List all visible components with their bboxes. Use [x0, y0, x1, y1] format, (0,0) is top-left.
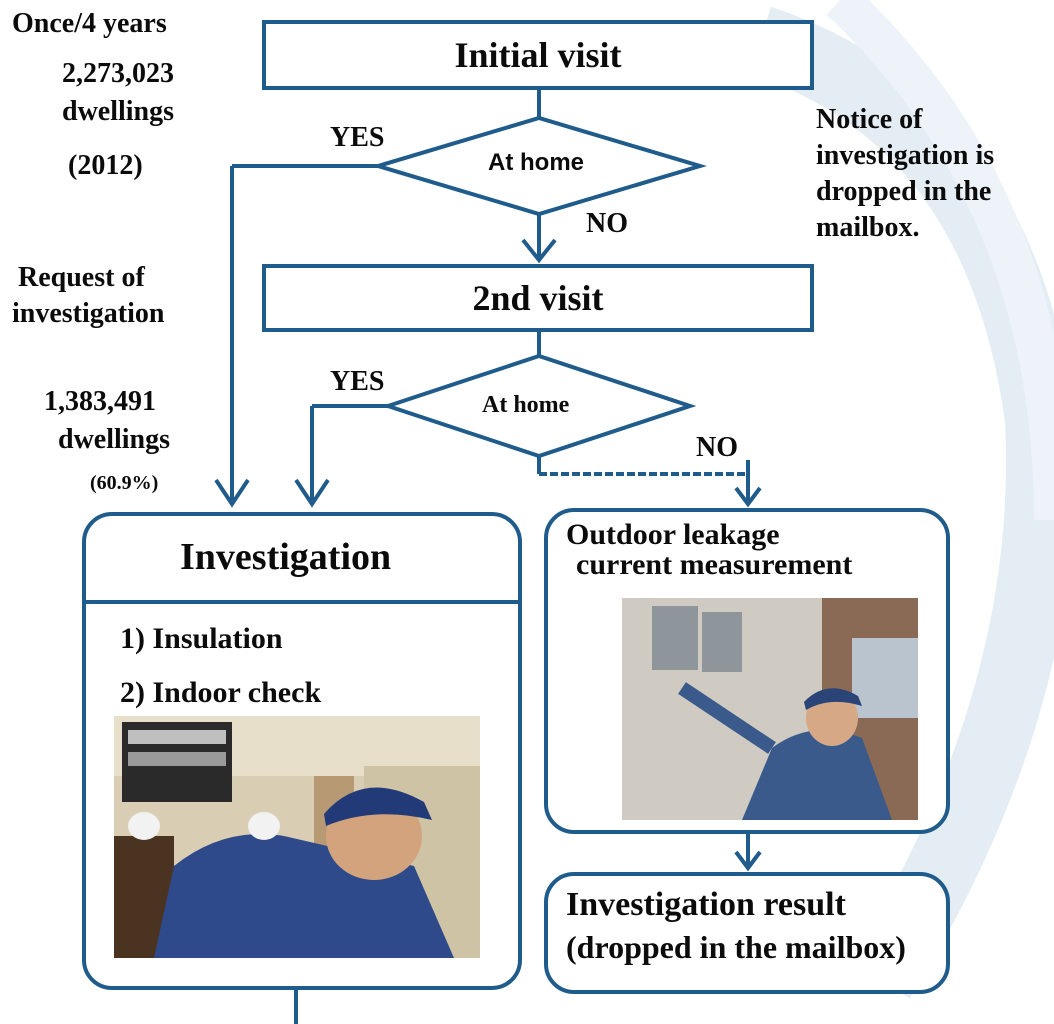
decision-diamond-1	[370, 115, 708, 217]
result-line2: (dropped in the mailbox)	[566, 929, 906, 965]
request-label-line1: Request of	[18, 262, 145, 293]
initial-visit-box: Initial visit	[262, 20, 814, 90]
decision2-no: NO	[696, 432, 738, 463]
decision1-yes: YES	[330, 122, 385, 153]
request-label-line2: investigation	[12, 298, 165, 329]
decision-diamond-2	[381, 353, 697, 459]
year-label: (2012)	[68, 150, 143, 181]
notice-line2: investigation is	[816, 140, 995, 171]
investigation-rate: (60.9%)	[90, 472, 159, 494]
notice-line4: mailbox.	[816, 212, 920, 243]
investigated-dwellings-count: 1,383,491	[44, 386, 156, 417]
total-dwellings-count: 2,273,023	[62, 58, 174, 89]
outdoor-title-line1: Outdoor leakage	[566, 518, 780, 551]
investigation-title: Investigation	[180, 536, 392, 578]
decision1-no: NO	[586, 208, 628, 239]
initial-visit-label: Initial visit	[454, 35, 622, 75]
second-visit-label: 2nd visit	[472, 278, 604, 318]
total-dwellings-unit: dwellings	[62, 96, 175, 127]
worker-indoor-photo	[114, 716, 480, 958]
investigated-dwellings-unit: dwellings	[58, 424, 171, 455]
investigation-divider	[86, 600, 518, 604]
result-line1: Investigation result	[566, 886, 846, 923]
decision1-label: At home	[488, 149, 584, 176]
decision2-yes: YES	[330, 366, 385, 397]
frequency-label: Once/4 years	[12, 8, 167, 39]
investigation-item-insulation: 1) Insulation	[120, 622, 283, 655]
outdoor-title-line2: current measurement	[576, 548, 853, 581]
notice-line1: Notice of	[816, 104, 923, 135]
worker-outdoor-photo	[622, 598, 918, 820]
investigation-result-box	[544, 872, 950, 994]
second-visit-box: 2nd visit	[262, 264, 814, 332]
investigation-item-indoor-check: 2) Indoor check	[120, 676, 322, 709]
notice-line3: dropped in the	[816, 176, 992, 207]
decision2-label: At home	[482, 392, 570, 418]
